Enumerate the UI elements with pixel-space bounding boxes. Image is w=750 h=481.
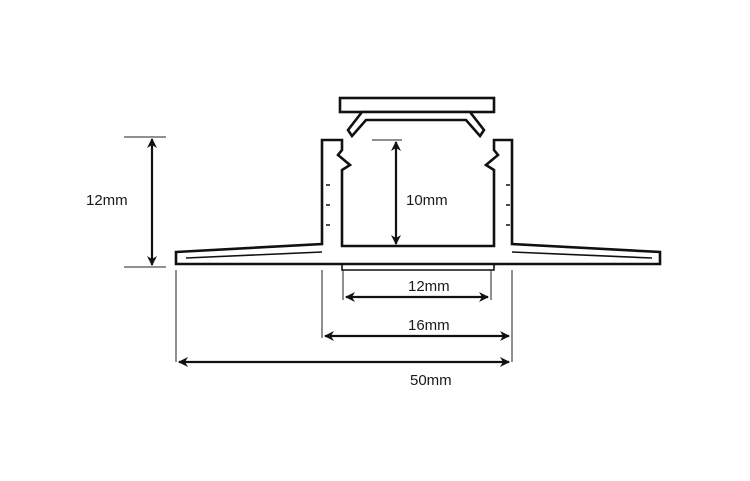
label-width-channel: 16mm [408,317,450,334]
dimension-arrows [147,138,510,367]
diffuser-cover [338,96,496,139]
extension-lines [124,136,513,362]
aluminium-profile [174,138,662,271]
label-width-total: 50mm [410,372,452,389]
label-height-total: 12mm [86,192,128,209]
label-width-inner: 12mm [408,278,450,295]
label-height-inner: 10mm [406,192,448,209]
